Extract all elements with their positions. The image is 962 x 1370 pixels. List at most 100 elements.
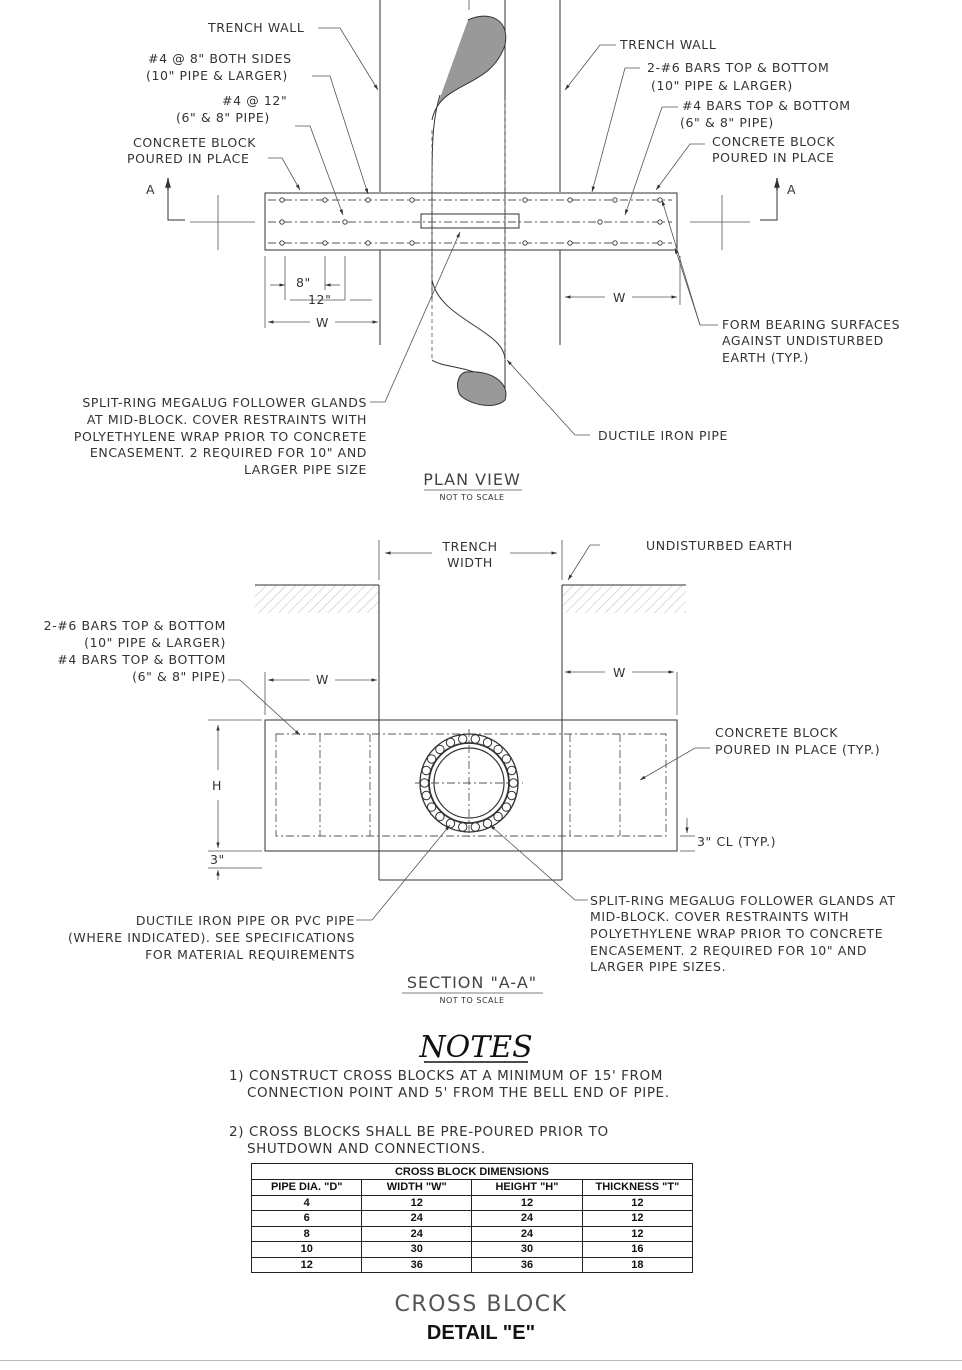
- label-section-ductile-3: FOR MATERIAL REQUIREMENTS: [145, 947, 355, 962]
- megalug-bolt: [421, 765, 431, 776]
- table-cell: 8: [250, 1225, 363, 1242]
- label-trench-width: TRENCH: [441, 539, 497, 554]
- label-section-ductile-2: (WHERE INDICATED). SEE SPECIFICATIONS: [68, 930, 355, 945]
- dim-12: 12": [308, 292, 331, 307]
- rebar-dot: [322, 240, 328, 246]
- section-view-title: SECTION "A-A": [407, 973, 537, 992]
- label-trench-wall-left: TRENCH WALL: [207, 20, 304, 35]
- label-form-bearing: FORM BEARING SURFACES: [722, 317, 900, 332]
- label-trench-width-2: WIDTH: [447, 555, 493, 570]
- megalug-bolt: [435, 744, 445, 755]
- label-form-bearing-2: AGAINST UNDISTURBED: [722, 333, 884, 348]
- label-section-ductile: DUCTILE IRON PIPE OR PVC PIPE: [136, 913, 355, 928]
- pipe-break-top: [431, 15, 507, 121]
- dim-section-3: 3": [210, 852, 225, 867]
- cross-block-dimensions-table: CROSS BLOCK DIMENSIONS PIPE DIA. "D" WID…: [250, 1163, 694, 1273]
- table-cell: 24: [471, 1225, 583, 1242]
- label-section-a-left: A: [146, 182, 155, 197]
- table-cell: 24: [471, 1210, 583, 1227]
- table-cell: 24: [361, 1225, 473, 1242]
- megalug-bolt: [435, 811, 445, 822]
- notes-heading: NOTES: [418, 1030, 532, 1065]
- table-cell: 12: [250, 1256, 363, 1273]
- label-concrete-right-2: POURED IN PLACE: [712, 150, 834, 165]
- label-cl-typ: 3" CL (TYP.): [697, 834, 776, 849]
- concrete-block-plan: [264, 192, 678, 251]
- note-2-line-2: SHUTDOWN AND CONNECTIONS.: [247, 1141, 486, 1157]
- label-section-bars6: 2-#6 BARS TOP & BOTTOM: [44, 618, 226, 633]
- rebar-dot: [409, 197, 415, 203]
- label-undisturbed: UNDISTURBED EARTH: [646, 538, 793, 553]
- earth-hatch-left: [255, 585, 379, 613]
- pipe-break-bottom: [457, 371, 507, 406]
- megalug-bolt: [426, 802, 437, 812]
- table-cell: 12: [581, 1210, 694, 1227]
- rebar-dot: [657, 197, 663, 203]
- bottom-rule: [0, 1360, 962, 1361]
- label-section-megalug-4: ENCASEMENT. 2 REQUIRED FOR 10" AND: [590, 943, 867, 958]
- megalug-bolt: [501, 802, 512, 812]
- dim-8: 8": [296, 275, 311, 290]
- table-header-height: HEIGHT "H": [471, 1179, 583, 1196]
- label-bars4-2: (6" & 8" PIPE): [680, 115, 774, 130]
- label-section-concrete: CONCRETE BLOCK: [715, 725, 838, 740]
- label-bars6-2: (10" PIPE & LARGER): [651, 78, 793, 93]
- rebar-dot: [522, 197, 528, 203]
- plan-view-title: PLAN VIEW: [423, 470, 521, 489]
- label-ductile-plan: DUCTILE IRON PIPE: [598, 428, 728, 443]
- label-bars-12-2: (6" & 8" PIPE): [176, 110, 270, 125]
- table-caption: CROSS BLOCK DIMENSIONS: [251, 1163, 693, 1180]
- megalug-bolt: [470, 734, 480, 744]
- label-section-a-right: A: [787, 182, 796, 197]
- table-header-width: WIDTH "W": [361, 1179, 473, 1196]
- label-trench-wall-right: TRENCH WALL: [619, 37, 716, 52]
- megalug-bolt: [501, 754, 512, 764]
- megalug-bolt: [507, 765, 517, 776]
- rebar-dot: [567, 240, 573, 246]
- label-concrete-left: CONCRETE BLOCK: [133, 135, 256, 150]
- plan-view: TRENCH WALL #4 @ 8" BOTH SIDES (10" PIPE…: [74, 0, 900, 502]
- table-cell: 6: [250, 1210, 363, 1227]
- table-cell: 36: [471, 1256, 583, 1273]
- label-megalug-plan-5: LARGER PIPE SIZE: [244, 462, 367, 477]
- label-concrete-left-2: POURED IN PLACE: [127, 151, 249, 166]
- dim-section-h: H: [212, 778, 222, 793]
- megalug-gland-plan: [420, 213, 520, 229]
- table-row: 8 24 24 12: [250, 1225, 694, 1242]
- table-cell: 10: [250, 1241, 363, 1258]
- megalug-bolt: [482, 818, 493, 829]
- pipe-section: [415, 729, 523, 837]
- rebar-dot: [365, 240, 371, 246]
- rebar-dot: [657, 219, 663, 225]
- label-bars4: #4 BARS TOP & BOTTOM: [682, 98, 851, 113]
- label-section-megalug-2: MID-BLOCK. COVER RESTRAINTS WITH: [590, 909, 849, 924]
- megalug-bolt: [419, 778, 430, 788]
- label-megalug-plan-3: POLYETHYLENE WRAP PRIOR TO CONCRETE: [74, 429, 367, 444]
- megalug-bolt: [470, 822, 480, 832]
- table-cell: 12: [581, 1225, 694, 1242]
- label-section-bars4-2: (6" & 8" PIPE): [132, 669, 226, 684]
- rebar-dot: [365, 197, 371, 203]
- dim-section-w-left: W: [316, 672, 329, 687]
- dim-w-left: W: [316, 315, 329, 330]
- earth-hatch-right: [562, 585, 686, 613]
- rebar-dot: [597, 219, 603, 225]
- label-section-megalug-3: POLYETHYLENE WRAP PRIOR TO CONCRETE: [590, 926, 883, 941]
- table-header-pipe-dia: PIPE DIA. "D": [250, 1179, 363, 1196]
- rebar-dot: [322, 197, 328, 203]
- rebar-dot: [279, 197, 285, 203]
- table-row: 4 12 12 12: [250, 1194, 694, 1211]
- label-bars6: 2-#6 BARS TOP & BOTTOM: [647, 60, 829, 75]
- megalug-ring-section: [419, 734, 519, 832]
- table-row: 12 36 36 18: [250, 1256, 694, 1273]
- rebar-dot: [409, 240, 415, 246]
- rebar-plan: [279, 197, 663, 246]
- label-form-bearing-3: EARTH (TYP.): [722, 350, 809, 365]
- note-1: 1) CONSTRUCT CROSS BLOCKS AT A MINIMUM O…: [229, 1068, 663, 1084]
- rebar-dot: [279, 219, 285, 225]
- pipe-plan: [431, 0, 507, 406]
- table-cell: 24: [361, 1210, 473, 1227]
- rebar-dot: [612, 240, 618, 246]
- label-bars-12: #4 @ 12": [222, 93, 287, 108]
